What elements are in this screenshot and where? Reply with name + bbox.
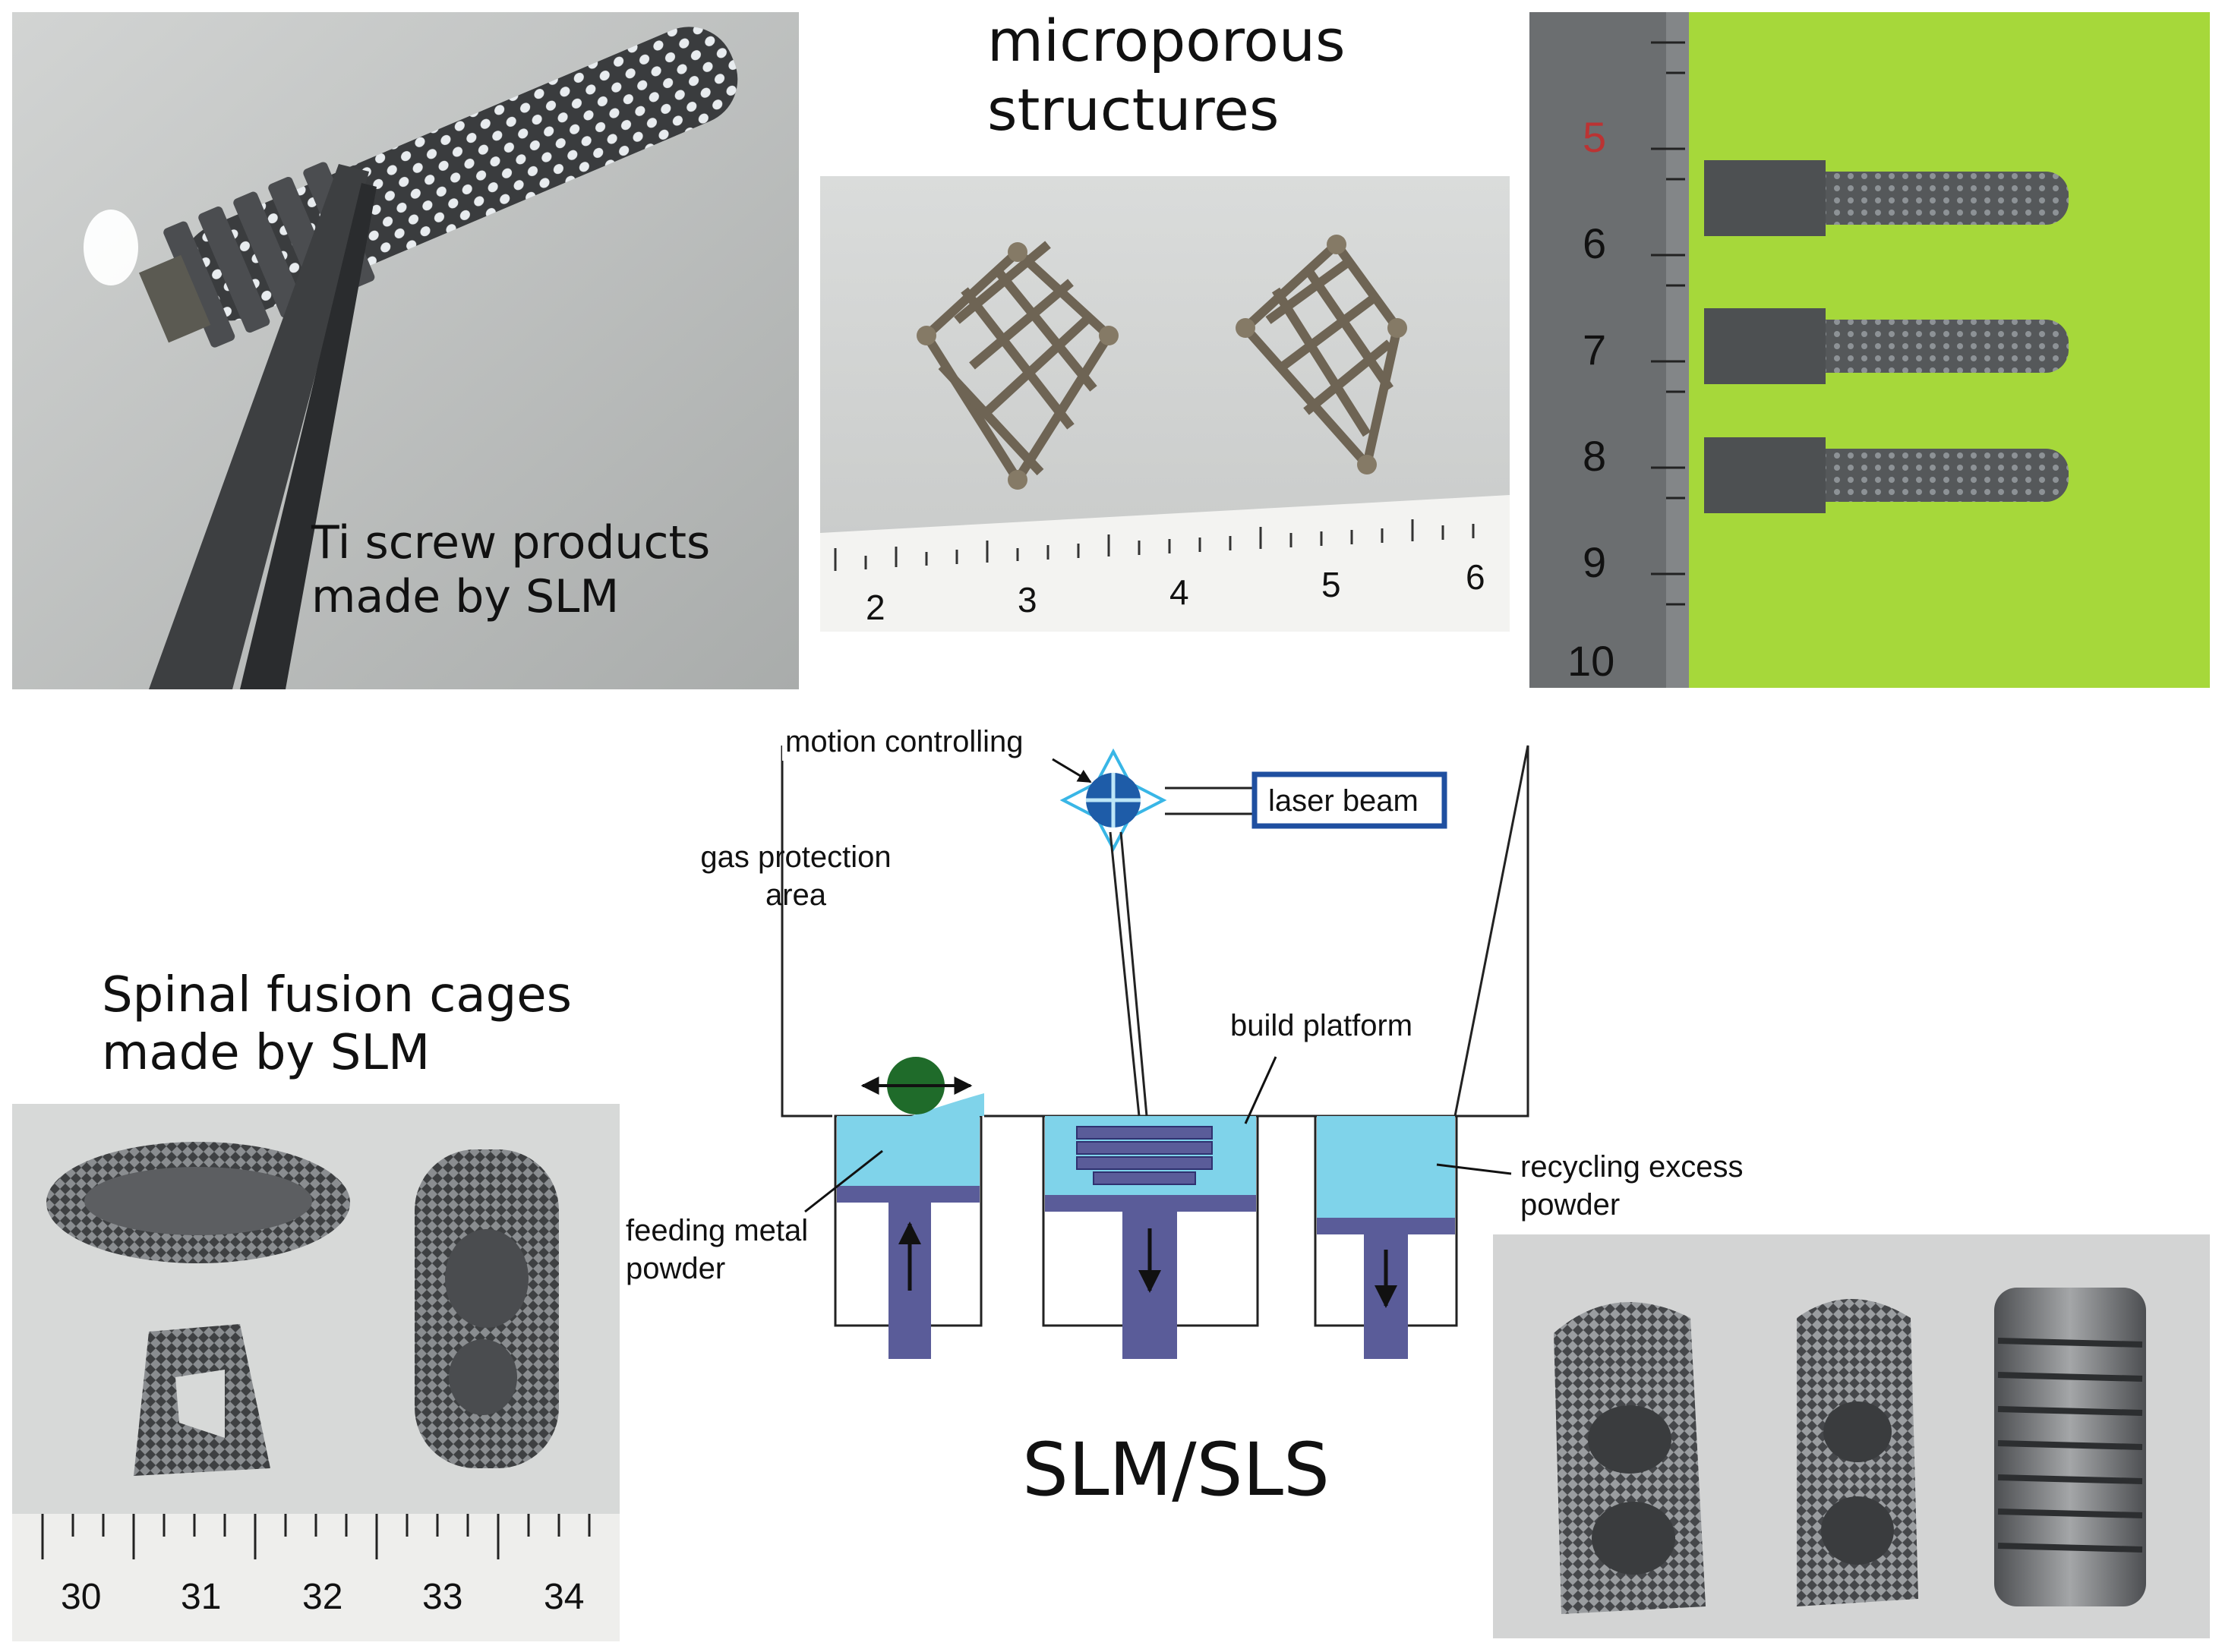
laser-beam-label: laser beam bbox=[1268, 784, 1419, 818]
ruler-tick-label: 34 bbox=[544, 1577, 585, 1617]
cages-right-photo bbox=[1493, 1234, 2210, 1638]
ruler-tick-label: 33 bbox=[422, 1577, 463, 1617]
ruler-tick-label: 7 bbox=[1583, 326, 1607, 374]
powder-spill bbox=[911, 1093, 984, 1116]
ti-screw-caption: Ti screw products made by SLM bbox=[311, 516, 711, 623]
method-title: SLM/SLS bbox=[1022, 1427, 1330, 1512]
build-platform-label: build platform bbox=[1230, 1009, 1413, 1042]
feed-piston-rod bbox=[888, 1203, 931, 1359]
spinal-ruler-labels: 30 31 32 33 34 bbox=[12, 1104, 620, 1641]
feed-powder bbox=[837, 1116, 980, 1186]
feeding-leader bbox=[804, 1149, 883, 1213]
gas-protection-label: gas protection area bbox=[700, 840, 892, 912]
spinal-caption: Spinal fusion cages made by SLM bbox=[102, 967, 572, 1081]
build-well bbox=[1042, 1114, 1259, 1327]
build-part bbox=[1076, 1126, 1213, 1185]
ruler-tick-label: 31 bbox=[181, 1577, 222, 1617]
laser-ray bbox=[1109, 831, 1141, 1117]
ruler-tick-label: 30 bbox=[61, 1577, 102, 1617]
ruler-tick-label: 10 bbox=[1567, 637, 1615, 685]
recycling-powder-label: recycling excess powder bbox=[1520, 1150, 1744, 1222]
microporous-photo bbox=[820, 176, 1510, 632]
laser-ray bbox=[1119, 831, 1148, 1117]
spinal-cages-photo bbox=[12, 1104, 620, 1641]
ruler-tick-label: 2 bbox=[866, 588, 885, 627]
vertical-ruler-labels: 5 6 7 8 9 10 bbox=[1529, 12, 2210, 688]
recycle-well bbox=[1314, 1114, 1458, 1327]
ruler-tick-label: 8 bbox=[1583, 432, 1607, 480]
recycling-leader bbox=[1436, 1163, 1512, 1175]
ruler-tick-label: 5 bbox=[1583, 113, 1607, 161]
recycle-piston-rod bbox=[1364, 1234, 1408, 1359]
microporous-ruler-labels: 2 3 4 5 6 bbox=[820, 176, 1510, 632]
ruler-tick-label: 6 bbox=[1583, 219, 1607, 267]
screws-green-photo bbox=[1529, 12, 2210, 688]
ruler-tick-label: 9 bbox=[1583, 538, 1607, 586]
platform-leader bbox=[1244, 1056, 1277, 1124]
feeding-powder-label: feeding metal powder bbox=[626, 1214, 809, 1285]
motion-controlling-label: motion controlling bbox=[782, 723, 1027, 761]
build-piston-plate bbox=[1045, 1195, 1256, 1212]
ruler-tick-label: 3 bbox=[1018, 580, 1037, 620]
ruler-tick-label: 5 bbox=[1321, 565, 1341, 604]
roller bbox=[887, 1057, 945, 1114]
ti-screw-photo bbox=[12, 12, 799, 689]
ruler-tick-label: 4 bbox=[1169, 572, 1189, 612]
recycle-powder bbox=[1317, 1116, 1455, 1218]
feed-well bbox=[834, 1114, 983, 1327]
ruler-tick-label: 6 bbox=[1466, 557, 1485, 597]
motion-leader bbox=[1052, 758, 1092, 783]
scanner-head bbox=[1059, 748, 1167, 853]
recycle-piston-plate bbox=[1317, 1218, 1455, 1234]
build-piston-rod bbox=[1122, 1212, 1177, 1359]
build-powder bbox=[1045, 1116, 1256, 1195]
microporous-caption: microporous structures bbox=[987, 7, 1346, 144]
feed-piston-plate bbox=[837, 1186, 980, 1203]
ruler-tick-label: 32 bbox=[302, 1577, 343, 1617]
